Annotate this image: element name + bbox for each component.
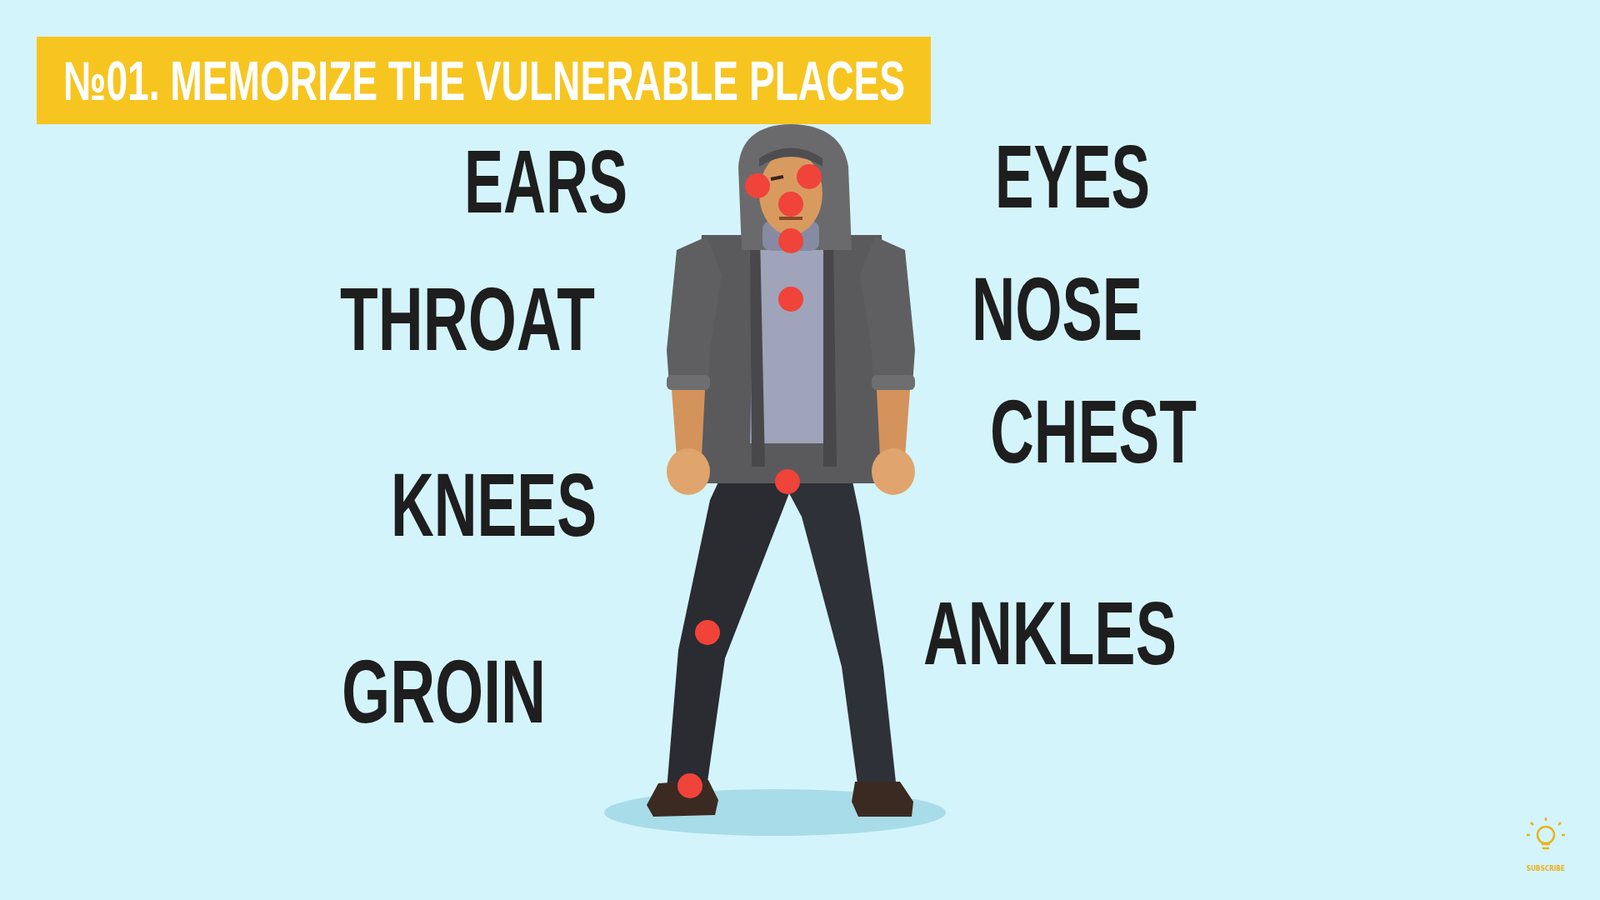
jacket-edge	[823, 235, 837, 467]
title-wrap: №01. MEMORIZE THE VULNERABLE PLACES	[63, 36, 1268, 125]
bulb	[1537, 826, 1555, 844]
target-dot	[695, 620, 720, 645]
body-part-label: NOSE	[971, 264, 1143, 355]
left-cuff	[666, 375, 710, 390]
left-leg	[666, 450, 790, 790]
hood-rim	[759, 148, 823, 168]
label-wrap: GROIN	[341, 646, 637, 737]
label-wrap: KNEES	[390, 460, 701, 550]
bulb-base	[1541, 844, 1550, 849]
right-leg	[789, 450, 897, 790]
eye	[770, 176, 784, 180]
left-fist	[666, 448, 710, 495]
target-dot	[775, 469, 800, 495]
right-sleeve	[860, 236, 915, 385]
right-cuff	[871, 375, 915, 390]
right-fist	[871, 448, 915, 495]
bulb-rays	[1526, 817, 1565, 835]
target-dot	[778, 228, 804, 254]
target-dot	[778, 286, 804, 312]
label-wrap: EARS	[464, 136, 715, 227]
title-banner	[36, 36, 931, 125]
label-wrap: SUBSCRIBE	[1526, 859, 1575, 875]
body-part-label: ANKLES	[923, 588, 1177, 679]
face	[759, 151, 823, 235]
left-forearm	[671, 390, 705, 457]
title: №01. MEMORIZE THE VULNERABLE PLACES	[63, 53, 905, 109]
target-dot	[796, 164, 822, 190]
label-wrap: ANKLES	[923, 588, 1294, 679]
mouth	[779, 216, 803, 220]
target-dot	[745, 173, 770, 199]
watermark: SUBSCRIBE	[1526, 865, 1565, 873]
right-forearm	[876, 390, 910, 457]
jacket-edge	[750, 235, 765, 467]
body-part-label: EYES	[995, 131, 1150, 222]
target-dot	[778, 191, 804, 217]
target-dots	[677, 164, 822, 799]
bulb-icon	[1526, 817, 1565, 849]
right-shoe	[851, 781, 914, 817]
body-part-label: GROIN	[341, 646, 546, 737]
label-wrap: THROAT	[340, 274, 709, 365]
label-wrap: CHEST	[990, 386, 1295, 477]
label-wrap: NOSE	[971, 264, 1227, 355]
body-part-label: KNEES	[390, 460, 597, 550]
body-part-label: CHEST	[990, 386, 1197, 477]
body-part-label: THROAT	[340, 274, 595, 365]
body-part-label: EARS	[464, 136, 628, 227]
target-dot	[677, 773, 703, 799]
label-wrap: EYES	[995, 131, 1235, 222]
left-sleeve	[666, 236, 722, 385]
